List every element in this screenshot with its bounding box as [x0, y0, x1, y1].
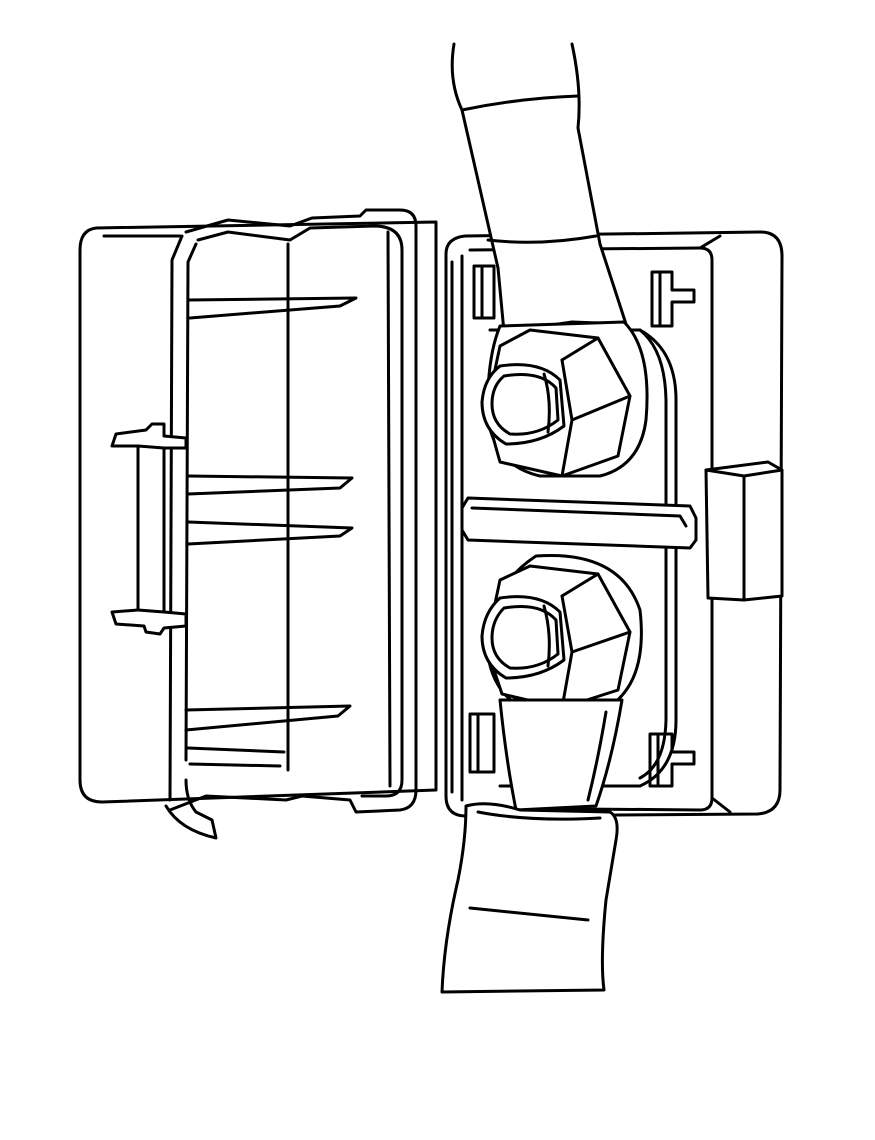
- cover-rib-2: [186, 474, 354, 496]
- housing-clip-bottom-right: [648, 732, 696, 788]
- housing-clip-top-right: [650, 270, 696, 328]
- housing-clip-top-left: [472, 264, 496, 320]
- lower-ring-terminal: [498, 698, 624, 812]
- side-connector: [704, 460, 784, 602]
- lower-terminal-nut: [480, 553, 643, 718]
- hinged-cover: [78, 208, 438, 840]
- divider-bar: [460, 496, 698, 550]
- cover-rib-4: [184, 704, 352, 732]
- cover-latch: [110, 422, 188, 636]
- cover-rib-1: [186, 296, 358, 320]
- lower-cable: [440, 802, 619, 994]
- housing-clip-bottom-left: [468, 712, 496, 774]
- cover-rib-3: [186, 520, 354, 546]
- upper-terminal-nut: [480, 328, 632, 478]
